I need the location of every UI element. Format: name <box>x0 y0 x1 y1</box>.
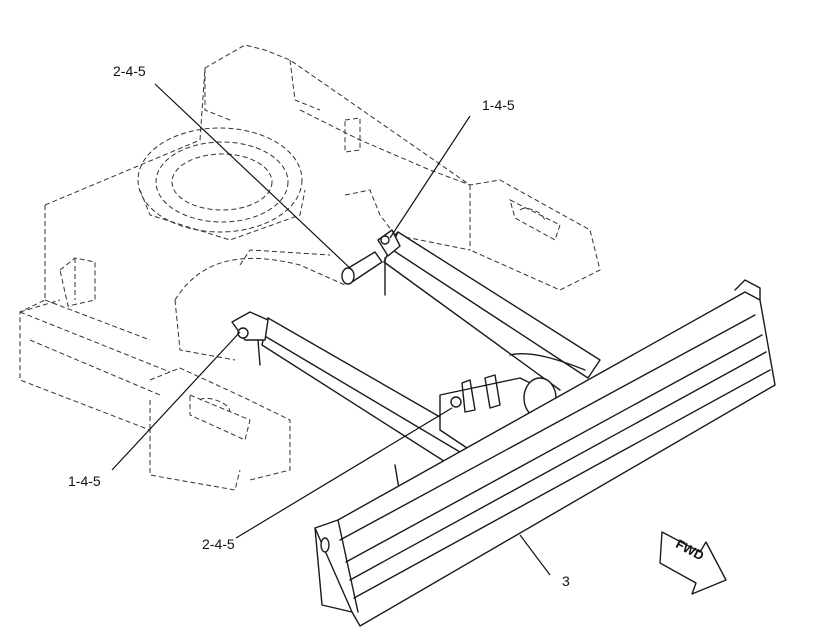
left-pin-bracket <box>231 311 269 366</box>
right-push-arm <box>383 231 601 391</box>
callout-bottom-mid: 2-4-5 <box>202 536 235 552</box>
callout-top-left: 2-4-5 <box>113 63 146 79</box>
callout-top-right: 1-4-5 <box>482 97 515 113</box>
right-pin-bracket <box>341 229 401 296</box>
dozer-blade <box>314 279 776 627</box>
forward-arrow-icon: FWD <box>659 531 727 595</box>
leader-lines <box>111 83 551 576</box>
callout-bottom-left: 1-4-5 <box>68 473 101 489</box>
machine-frame <box>19 44 601 491</box>
callout-blade: 3 <box>562 573 570 589</box>
